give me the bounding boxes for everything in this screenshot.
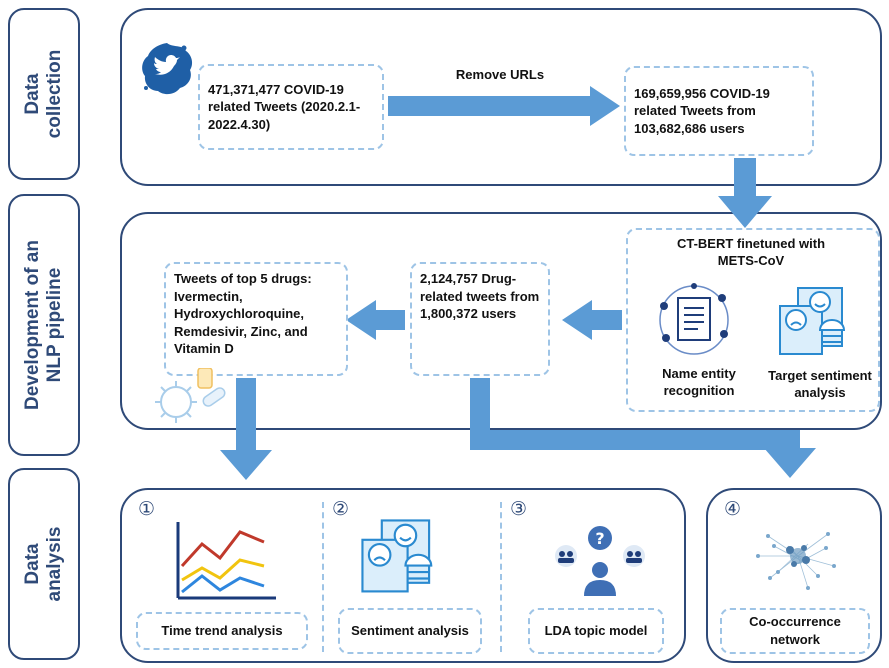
- analysis-number-2: ②: [332, 499, 350, 520]
- time-trend-label: Time trend analysis: [161, 623, 283, 639]
- stage-label-nlp-pipeline: Development of an NLP pipeline: [8, 194, 80, 456]
- topic-model-icon: ?: [555, 526, 645, 596]
- analysis-number-3: ③: [510, 499, 528, 520]
- drug-tweets-text: 2,124,757 Drug-related tweets from 1,800…: [420, 271, 540, 322]
- lda-label: LDA topic model: [544, 623, 648, 639]
- clean-tweets-box: 169,659,956 COVID-19 related Tweets from…: [624, 66, 814, 156]
- analysis-label-box: Co-occurrence network: [720, 608, 870, 654]
- remove-urls-label: Remove URLs: [455, 67, 545, 82]
- sentiment-faces-icon: [361, 519, 433, 593]
- svg-text:?: ?: [595, 529, 604, 548]
- network-label: Co-occurrence network: [749, 614, 841, 647]
- sentiment-label: Sentiment analysis: [351, 623, 469, 639]
- analysis-divider: [500, 502, 502, 652]
- tsa-label: Target sentiment analysis: [768, 368, 872, 400]
- arrow-to-drug-tweets: [562, 300, 622, 340]
- arrow-to-top-drugs: [346, 300, 405, 340]
- drug-tweets-box: 2,124,757 Drug-related tweets from 1,800…: [410, 262, 550, 376]
- model-title: CT-BERT finetuned with METS-CoV: [676, 236, 826, 268]
- stage-label-data-analysis: Data analysis: [8, 468, 80, 660]
- analysis-divider: [322, 502, 324, 652]
- raw-tweets-text: 471,371,477 COVID-19 related Tweets (202…: [208, 81, 361, 132]
- analysis-label-box: Sentiment analysis: [338, 608, 482, 654]
- analysis-label-box: Time trend analysis: [136, 612, 308, 650]
- document-network-icon: [659, 283, 729, 355]
- clean-tweets-text: 169,659,956 COVID-19 related Tweets from…: [634, 85, 770, 136]
- stage-label-data-collection: Data collection: [8, 8, 80, 180]
- arrow-to-network: [470, 378, 816, 478]
- analysis-label-box: LDA topic model: [528, 608, 664, 654]
- analysis-number-4: ④: [724, 499, 742, 520]
- arrow-to-analysis: [220, 378, 272, 480]
- twitter-icon: [142, 43, 193, 95]
- arrow-remove-urls: [388, 86, 620, 126]
- analysis-number-1: ①: [138, 499, 156, 520]
- sentiment-faces-icon: [779, 287, 846, 355]
- virus-icon: [155, 368, 226, 423]
- arrow-to-pipeline: [718, 158, 772, 228]
- line-chart-icon: [176, 522, 276, 600]
- ner-label: Name entity recognition: [662, 366, 736, 398]
- raw-tweets-box: 471,371,477 COVID-19 related Tweets (202…: [198, 64, 384, 150]
- top-drugs-box: Tweets of top 5 drugs: Ivermectin, Hydro…: [164, 262, 348, 376]
- network-graph-icon: [756, 532, 836, 590]
- top-drugs-text: Tweets of top 5 drugs: Ivermectin, Hydro…: [174, 271, 312, 357]
